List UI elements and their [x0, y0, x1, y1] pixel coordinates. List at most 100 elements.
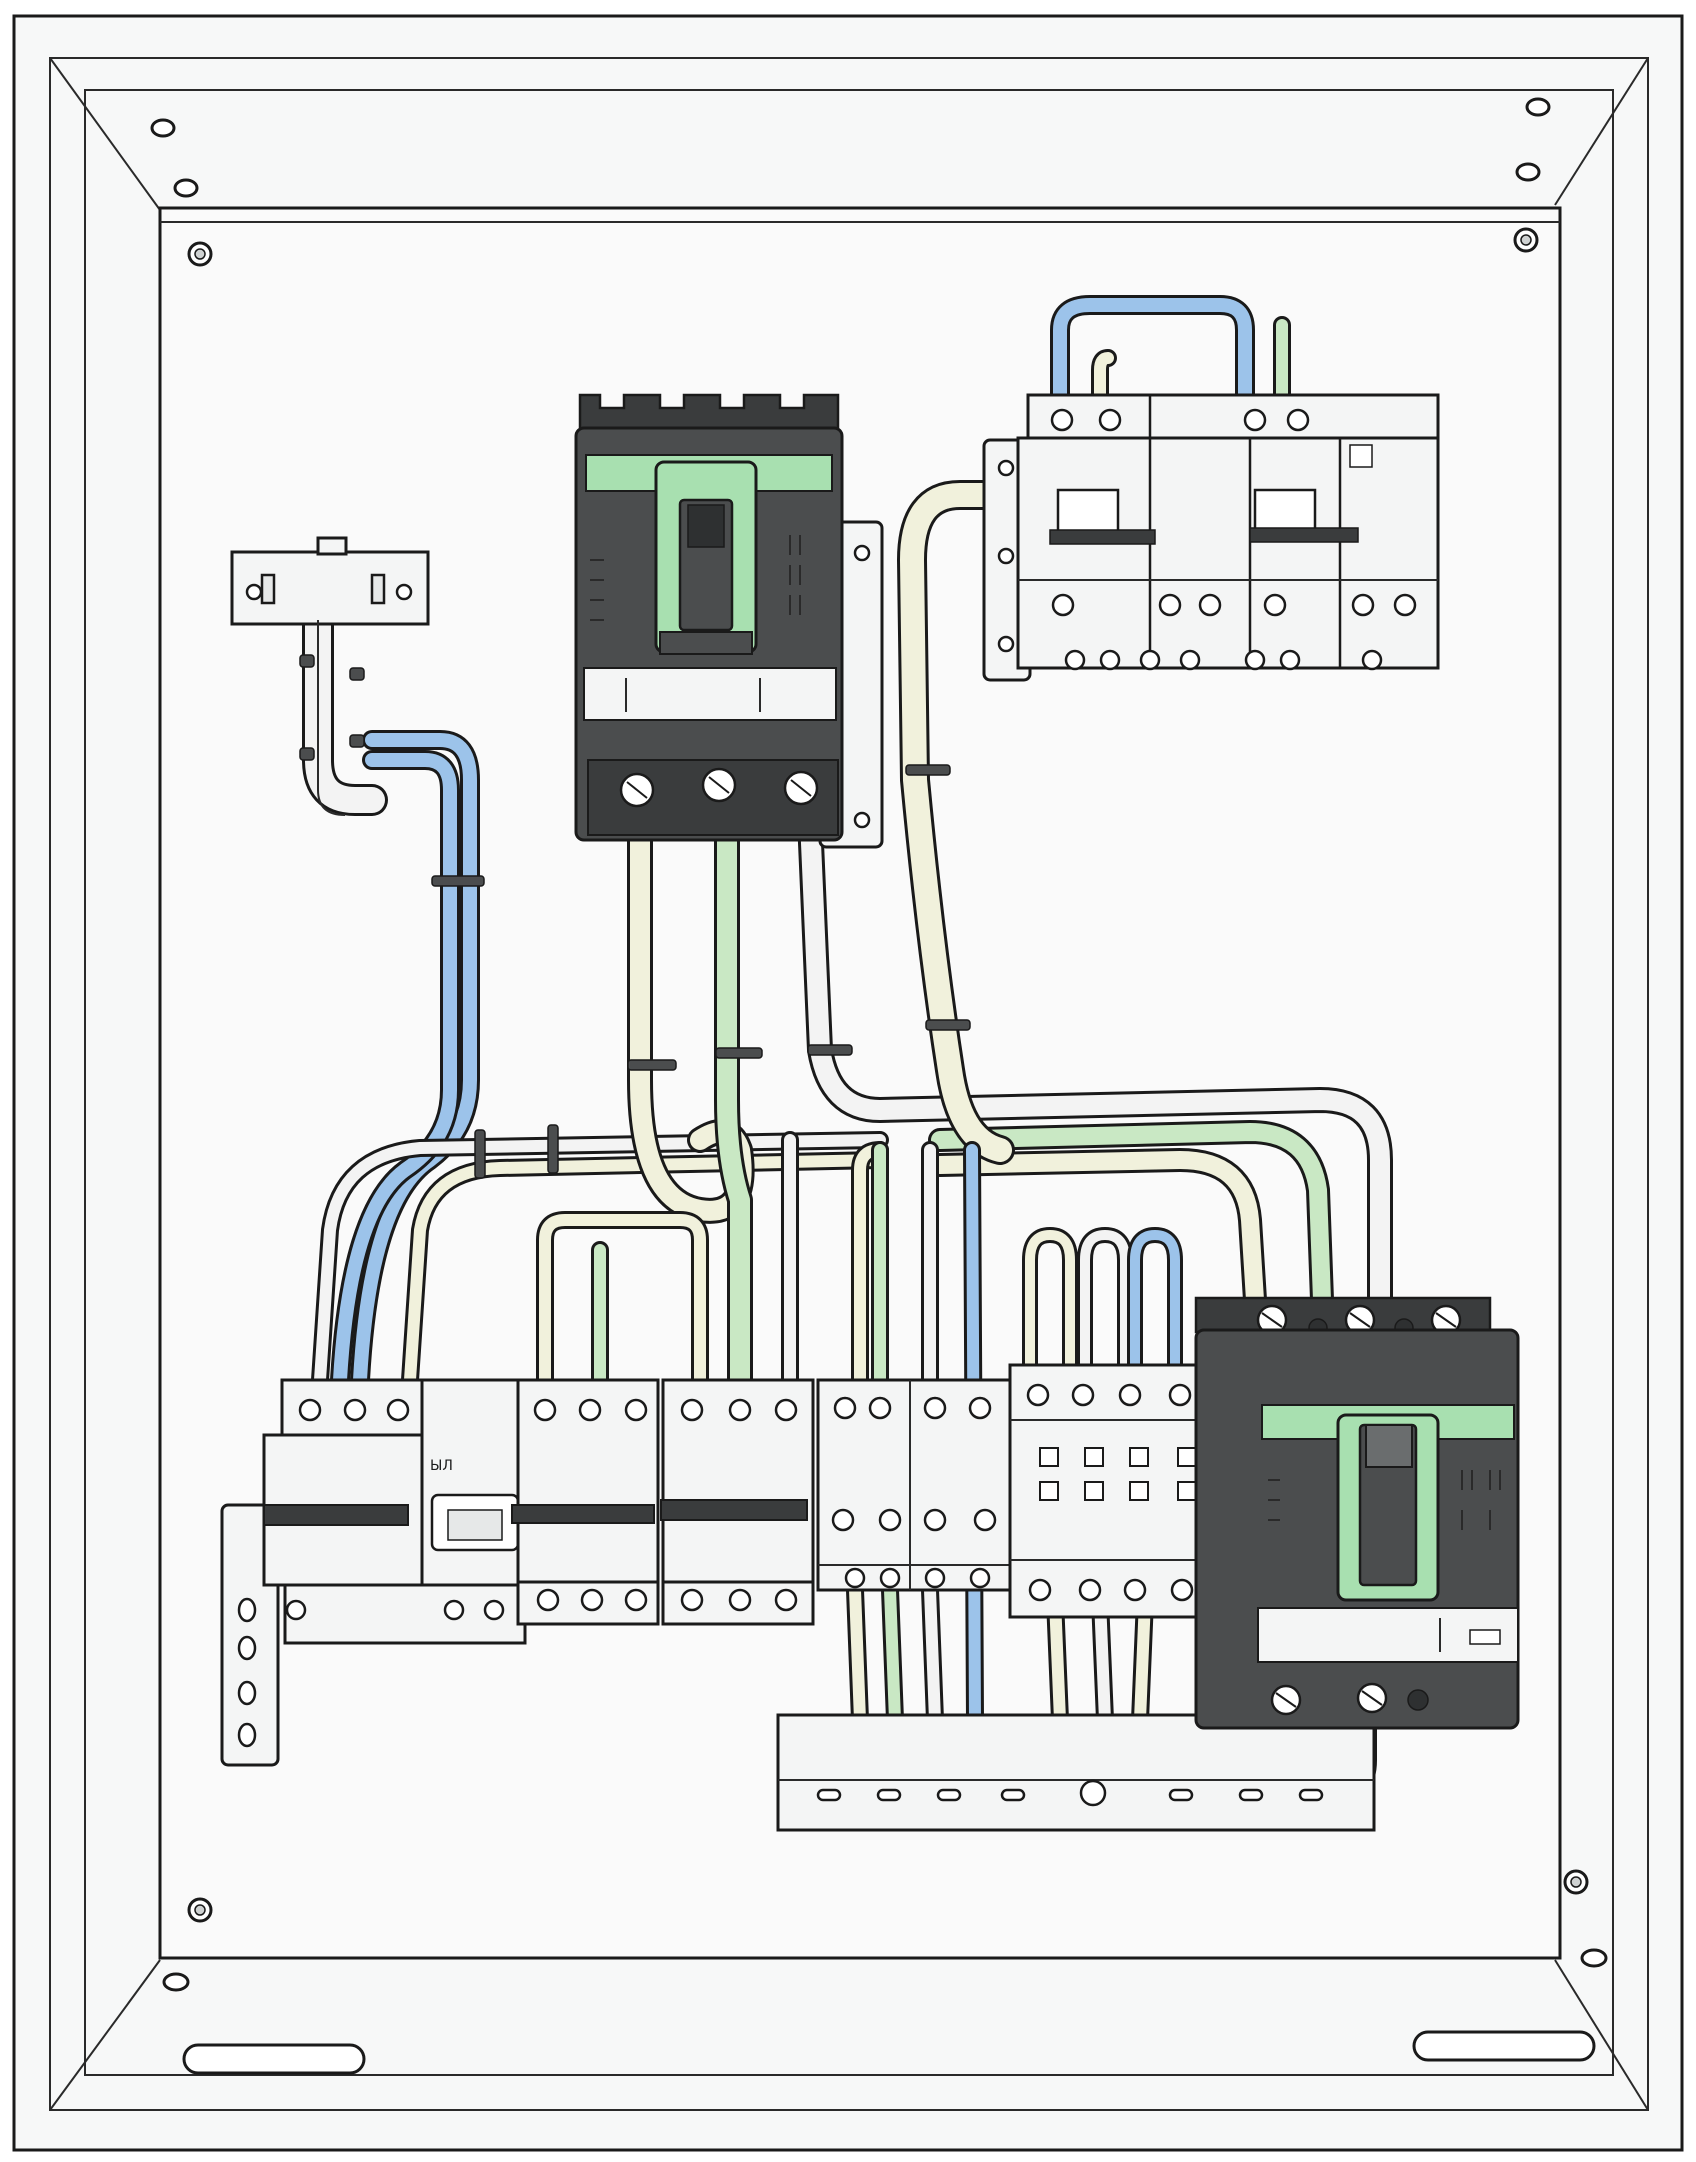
- wire-cream-h2: [404, 1154, 886, 1386]
- wire-blue-loop: [1053, 298, 1252, 402]
- frame-hole-6: [1580, 1948, 1608, 1968]
- lower-mccb: [1194, 1296, 1520, 1730]
- cable-tie-2: [627, 1059, 677, 1071]
- terminal-block-clip-left: [260, 573, 276, 605]
- upper-mccb-info-plate: [583, 667, 837, 721]
- upper-right-mount-screw-1: [997, 459, 1015, 477]
- wire-cream-to-lower: [931, 1151, 1264, 1309]
- lower-mccb-bottom-screws: [1270, 1682, 1429, 1716]
- upper-right-window-2: [1253, 488, 1317, 534]
- row-module-3-toggle: [511, 1504, 655, 1524]
- cable-ties: [299, 654, 971, 1179]
- wire-cream-loop-1: [1025, 1230, 1075, 1385]
- lower-mccb-toggle: [1365, 1424, 1413, 1468]
- wire-cream-low-4: [1049, 1594, 1066, 1726]
- din-rail-breaker-row: ЫЛ: [262, 1363, 1218, 1645]
- upper-mccb-bottom-screws: [619, 767, 819, 808]
- upper-mccb-handle-base: [659, 631, 753, 655]
- ground-bracket-hole-3: [237, 1680, 257, 1706]
- wire-green-to-lower: [931, 1123, 1331, 1309]
- cable-tie-7: [474, 1129, 486, 1179]
- row-module-5-screws: [831, 1396, 997, 1589]
- row-module-1-screws: [285, 1398, 505, 1621]
- neutral-bar: [776, 1713, 1376, 1832]
- wiring: [302, 295, 1393, 1812]
- cable-tie-11: [349, 734, 365, 748]
- upper-right-indicator: [1349, 444, 1373, 468]
- neutral-bar-slots: [816, 1779, 1324, 1807]
- frame-slot-right: [1412, 2030, 1596, 2062]
- wire-cream-stub: [1094, 352, 1114, 401]
- enclosure-frame-outer: [49, 57, 1649, 2111]
- cable-tie-8: [547, 1124, 559, 1174]
- wire-green-low-2: [884, 1584, 901, 1726]
- wire-white-drop-3: [800, 810, 1390, 1310]
- plate-hole-bottom-right-inner: [1570, 1876, 1582, 1888]
- terminal-block-tab: [316, 536, 348, 556]
- bevel-top-right: [1554, 57, 1649, 206]
- upper-right-toggle-1: [1049, 529, 1156, 545]
- lower-mccb-side-marks: [1268, 1470, 1501, 1530]
- terminal-block: [230, 536, 430, 816]
- cable-tie-6: [925, 1019, 971, 1031]
- neutral-bar-body: [776, 1713, 1376, 1832]
- upper-mccb: [574, 393, 884, 849]
- ground-bracket-hole-1: [237, 1597, 257, 1623]
- wire-cream-arch: [539, 1214, 706, 1386]
- upper-mccb-mount-screw-top: [853, 544, 871, 562]
- row-module-4-toggle: [660, 1499, 808, 1521]
- row-module-2-body: [420, 1378, 534, 1587]
- upper-mccb-toggle: [687, 504, 725, 548]
- wire-blue-2: [333, 753, 457, 1387]
- wire-white-low-5: [1094, 1594, 1111, 1726]
- enclosure-frame-inner: [84, 89, 1614, 2076]
- plate-hole-top-left-inner: [194, 248, 206, 260]
- frame-hole-4: [1515, 162, 1541, 182]
- frame-slot-left: [182, 2043, 366, 2075]
- wire-blue-loop-3: [1130, 1230, 1180, 1385]
- row-module-6-windows: [1039, 1447, 1197, 1501]
- upper-right-window-1: [1056, 488, 1120, 534]
- upper-mccb-top-terminals: [578, 393, 840, 432]
- upper-mccb-mount-screw-bottom: [853, 811, 871, 829]
- frame-hole-2: [173, 178, 199, 198]
- wire-white-low-3: [924, 1584, 941, 1726]
- cable-tie-9: [299, 654, 315, 668]
- frame-hole-1: [150, 118, 176, 138]
- upper-right-body: [1016, 436, 1440, 670]
- row-module-3-screws: [533, 1398, 648, 1612]
- ground-bracket-hole-4: [237, 1722, 257, 1748]
- frame-hole-5: [162, 1972, 190, 1992]
- terminal-block-wire-edge: [317, 620, 346, 816]
- row-module-2-test-button: [447, 1509, 503, 1541]
- cable-tie-1: [431, 875, 485, 887]
- upper-right-mount-screw-3: [997, 635, 1015, 653]
- row-module-4-screws: [680, 1398, 798, 1612]
- wire-green-drop-2: [717, 810, 750, 1390]
- wire-white-h1: [314, 1134, 886, 1386]
- wire-cream-low-6: [1134, 1594, 1151, 1726]
- upper-right-miniature-breakers: [982, 393, 1440, 682]
- bevel-top-left: [49, 57, 161, 211]
- wire-white-loop-2: [1080, 1230, 1130, 1385]
- ground-bracket-hole-2: [237, 1635, 257, 1661]
- terminal-block-screw-2: [395, 583, 413, 601]
- wire-cream-low-1: [849, 1584, 866, 1726]
- bevel-bottom-right: [1554, 1959, 1649, 2111]
- wire-cream-long: [900, 483, 1022, 1162]
- terminal-block-clip-right: [370, 573, 386, 605]
- bevel-bottom-left: [49, 1959, 161, 2111]
- cable-tie-10: [349, 667, 365, 681]
- cable-tie-5: [905, 764, 951, 776]
- plate-hole-top-right-inner: [1520, 234, 1532, 246]
- cable-tie-4: [807, 1044, 853, 1056]
- cable-tie-12: [299, 747, 315, 761]
- upper-mccb-side-marks: [590, 535, 801, 621]
- plate-hole-bottom-left-inner: [194, 1904, 206, 1916]
- frame-hole-3: [1525, 97, 1551, 117]
- row-module-6-screws: [1026, 1383, 1194, 1602]
- upper-right-screws: [1050, 408, 1417, 671]
- row-module-mark: ЫЛ: [430, 1458, 453, 1474]
